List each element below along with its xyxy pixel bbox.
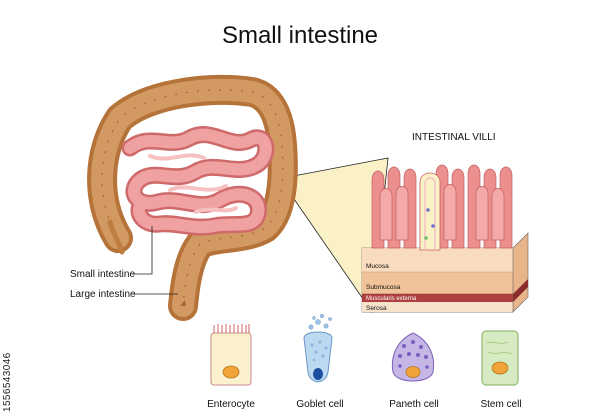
small-intestine-label: Small intestine xyxy=(70,269,135,280)
large-intestine xyxy=(87,74,298,321)
diagram-title: Small intestine xyxy=(221,22,379,49)
layer-submucosa-label: Submucosa xyxy=(366,284,401,291)
small-intestine xyxy=(121,126,275,236)
cell-label-goblet: Goblet cell xyxy=(296,399,343,410)
leader-lines xyxy=(132,226,178,295)
intestinal-villi xyxy=(371,164,513,251)
large-intestine-label: Large intestine xyxy=(70,289,136,300)
layer-mucosa-label: Mucosa xyxy=(366,263,389,270)
goblet-cell xyxy=(303,313,333,383)
villi-heading: INTESTINAL VILLI xyxy=(412,132,496,143)
layer-muscularis-label: Muscularis externa xyxy=(366,296,417,302)
cell-label-stem: Stem cell xyxy=(480,399,521,410)
stem-cell xyxy=(481,330,519,386)
stock-image-id: 1556543046 xyxy=(2,352,13,412)
layer-serosa-label: Serosa xyxy=(366,305,387,312)
intestinal-wall-section xyxy=(361,232,529,313)
enterocyte-cell xyxy=(210,324,252,386)
paneth-cell xyxy=(391,332,435,382)
cell-label-enterocyte: Enterocyte xyxy=(207,399,255,410)
cell-label-paneth: Paneth cell xyxy=(389,399,438,410)
